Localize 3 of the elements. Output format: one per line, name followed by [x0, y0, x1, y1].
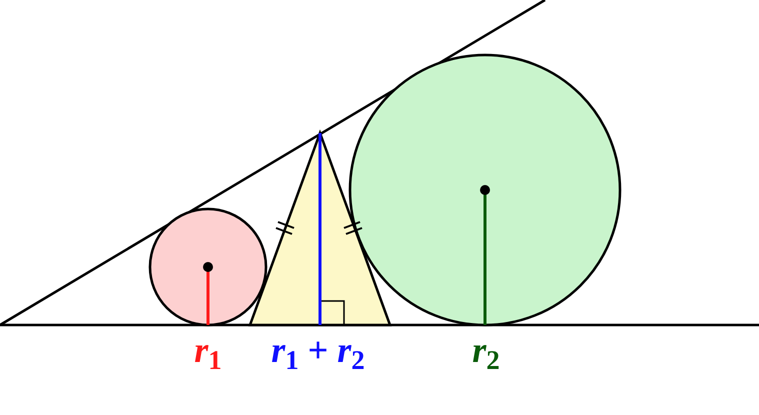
- math-label: r$_{2}$: [472, 332, 500, 368]
- math-label: r$_{1}$ + r$_{2}$: [271, 332, 365, 368]
- math-label: r$_{1}$: [194, 332, 222, 368]
